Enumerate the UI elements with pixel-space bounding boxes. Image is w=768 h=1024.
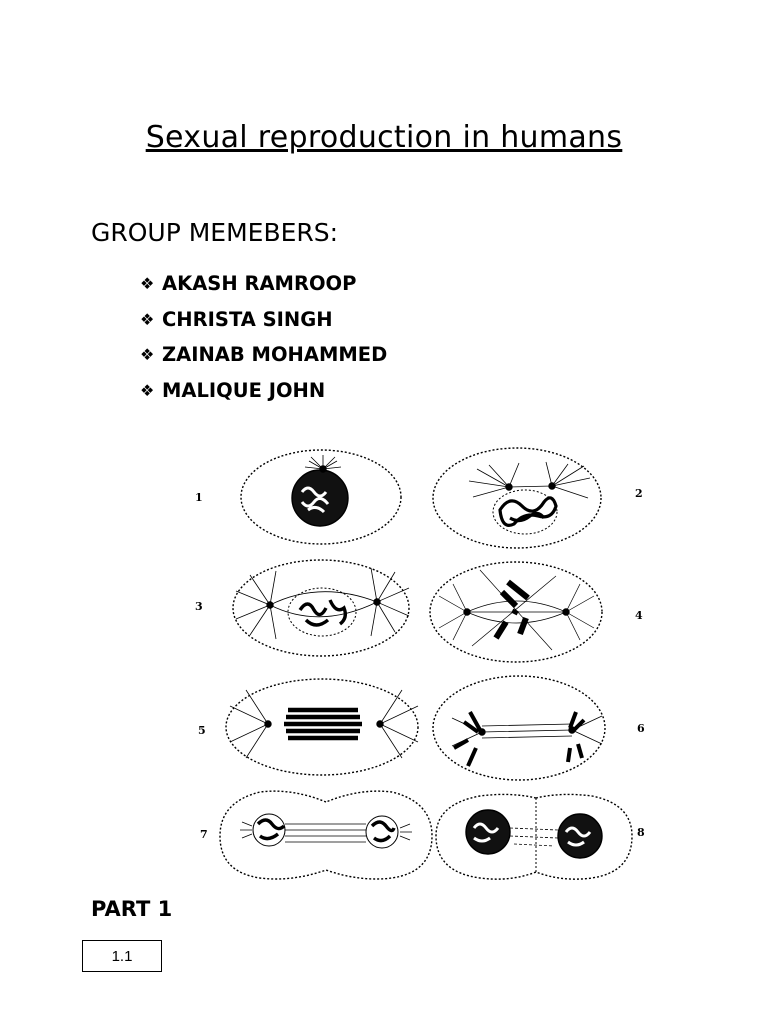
stage-label-2: 2	[635, 487, 643, 500]
document-title: Sexual reproduction in humans	[145, 120, 623, 155]
section-number-box: 1.1	[82, 940, 162, 972]
group-members-list: ❖ AKASH RAMROOP ❖ CHRISTA SINGH ❖ ZAINAB…	[140, 266, 387, 408]
member-list-item: ❖ MALIQUE JOHN	[140, 373, 387, 409]
member-name: AKASH RAMROOP	[162, 272, 357, 296]
stage-8-cell	[435, 793, 633, 880]
member-list-item: ❖ ZAINAB MOHAMMED	[140, 337, 387, 373]
diamond-bullet-icon: ❖	[140, 274, 155, 294]
member-list-item: ❖ AKASH RAMROOP	[140, 266, 387, 302]
stage-label-4: 4	[635, 609, 643, 622]
member-name: CHRISTA SINGH	[162, 307, 333, 331]
stage-label-6: 6	[637, 722, 645, 735]
part-heading: PART 1	[91, 897, 173, 921]
member-name: ZAINAB MOHAMMED	[162, 343, 388, 367]
stage-7-cell	[219, 790, 433, 880]
stage-label-7: 7	[200, 828, 208, 841]
diamond-bullet-icon: ❖	[140, 309, 155, 329]
stage-label-5: 5	[198, 724, 206, 737]
diamond-bullet-icon: ❖	[140, 345, 155, 365]
group-members-heading: GROUP MEMEBERS:	[91, 218, 339, 247]
diamond-bullet-icon: ❖	[140, 380, 155, 400]
stage-6-cell	[432, 675, 606, 781]
member-list-item: ❖ CHRISTA SINGH	[140, 302, 387, 338]
stage-3-cell	[232, 559, 410, 657]
stage-label-3: 3	[195, 600, 203, 613]
stage-1-cell	[240, 449, 402, 545]
stage-4-cell	[429, 561, 603, 663]
stage-2-cell	[432, 447, 602, 549]
stage-label-1: 1	[195, 491, 203, 504]
stage-label-8: 8	[637, 826, 645, 839]
mitosis-stages-figure: 1 2 3 4 5 6 7 8	[180, 440, 660, 890]
member-name: MALIQUE JOHN	[162, 378, 326, 402]
stage-5-cell	[225, 678, 419, 776]
